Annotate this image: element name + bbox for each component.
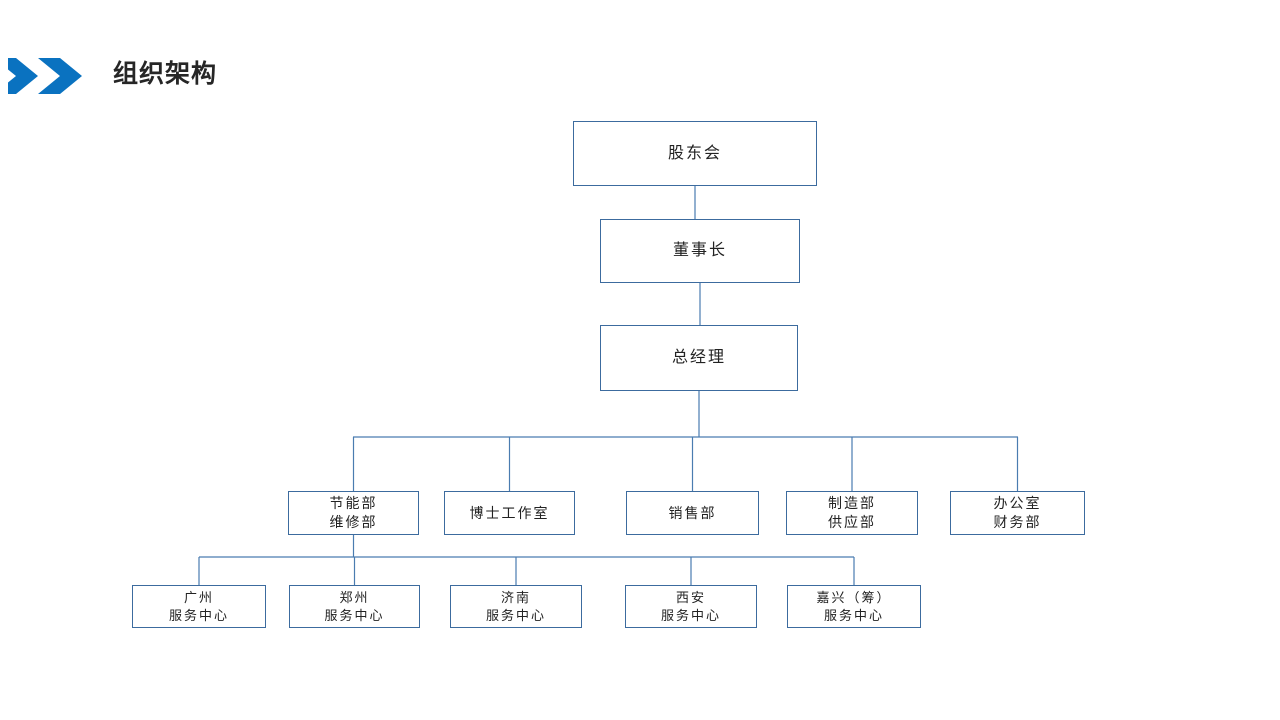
org-node-d3[interactable]: 销售部 [626, 491, 759, 535]
org-node-label: 供应部 [828, 514, 876, 530]
double-chevron-right-icon [0, 58, 88, 94]
org-node-n3[interactable]: 总经理 [600, 325, 798, 391]
org-node-label: 服务中心 [485, 607, 546, 623]
org-node-label: 销售部 [668, 504, 717, 521]
org-node-s1[interactable]: 广州服务中心 [132, 585, 266, 628]
org-node-s5[interactable]: 嘉兴（筹） 服务中心 [787, 585, 921, 628]
org-node-label: 总经理 [671, 349, 726, 366]
org-node-label: 西安 [675, 589, 706, 605]
org-node-label: 节能部 [329, 495, 378, 511]
org-node-s3[interactable]: 济南服务中心 [450, 585, 582, 628]
org-node-label: 财务部 [993, 514, 1042, 530]
org-node-label: 博士工作室 [469, 504, 550, 521]
org-node-label: 服务中心 [823, 607, 884, 623]
org-node-label: 制造部 [828, 495, 876, 511]
org-node-s4[interactable]: 西安服务中心 [625, 585, 757, 628]
org-node-s2[interactable]: 郑州服务中心 [289, 585, 420, 628]
org-node-n1[interactable]: 股东会 [573, 121, 817, 186]
org-node-label: 服务中心 [324, 607, 385, 623]
org-node-d4[interactable]: 制造部供应部 [786, 491, 918, 535]
org-node-label: 服务中心 [168, 607, 229, 623]
org-node-n2[interactable]: 董事长 [600, 219, 800, 283]
org-node-d1[interactable]: 节能部维修部 [288, 491, 419, 535]
org-node-label: 办公室 [993, 495, 1042, 511]
page-header: 组织架构 [0, 52, 420, 100]
org-node-label: 董事长 [672, 242, 727, 259]
org-node-label: 服务中心 [660, 607, 721, 623]
org-node-label: 广州 [183, 589, 214, 605]
org-node-label: 股东会 [667, 144, 722, 162]
org-node-label: 济南 [500, 589, 531, 605]
org-node-d2[interactable]: 博士工作室 [444, 491, 575, 535]
org-node-label: 维修部 [329, 514, 378, 530]
org-node-d5[interactable]: 办公室财务部 [950, 491, 1085, 535]
org-node-label: 嘉兴（筹） [816, 589, 892, 605]
org-node-label: 郑州 [339, 589, 370, 605]
page-title: 组织架构 [113, 60, 218, 88]
